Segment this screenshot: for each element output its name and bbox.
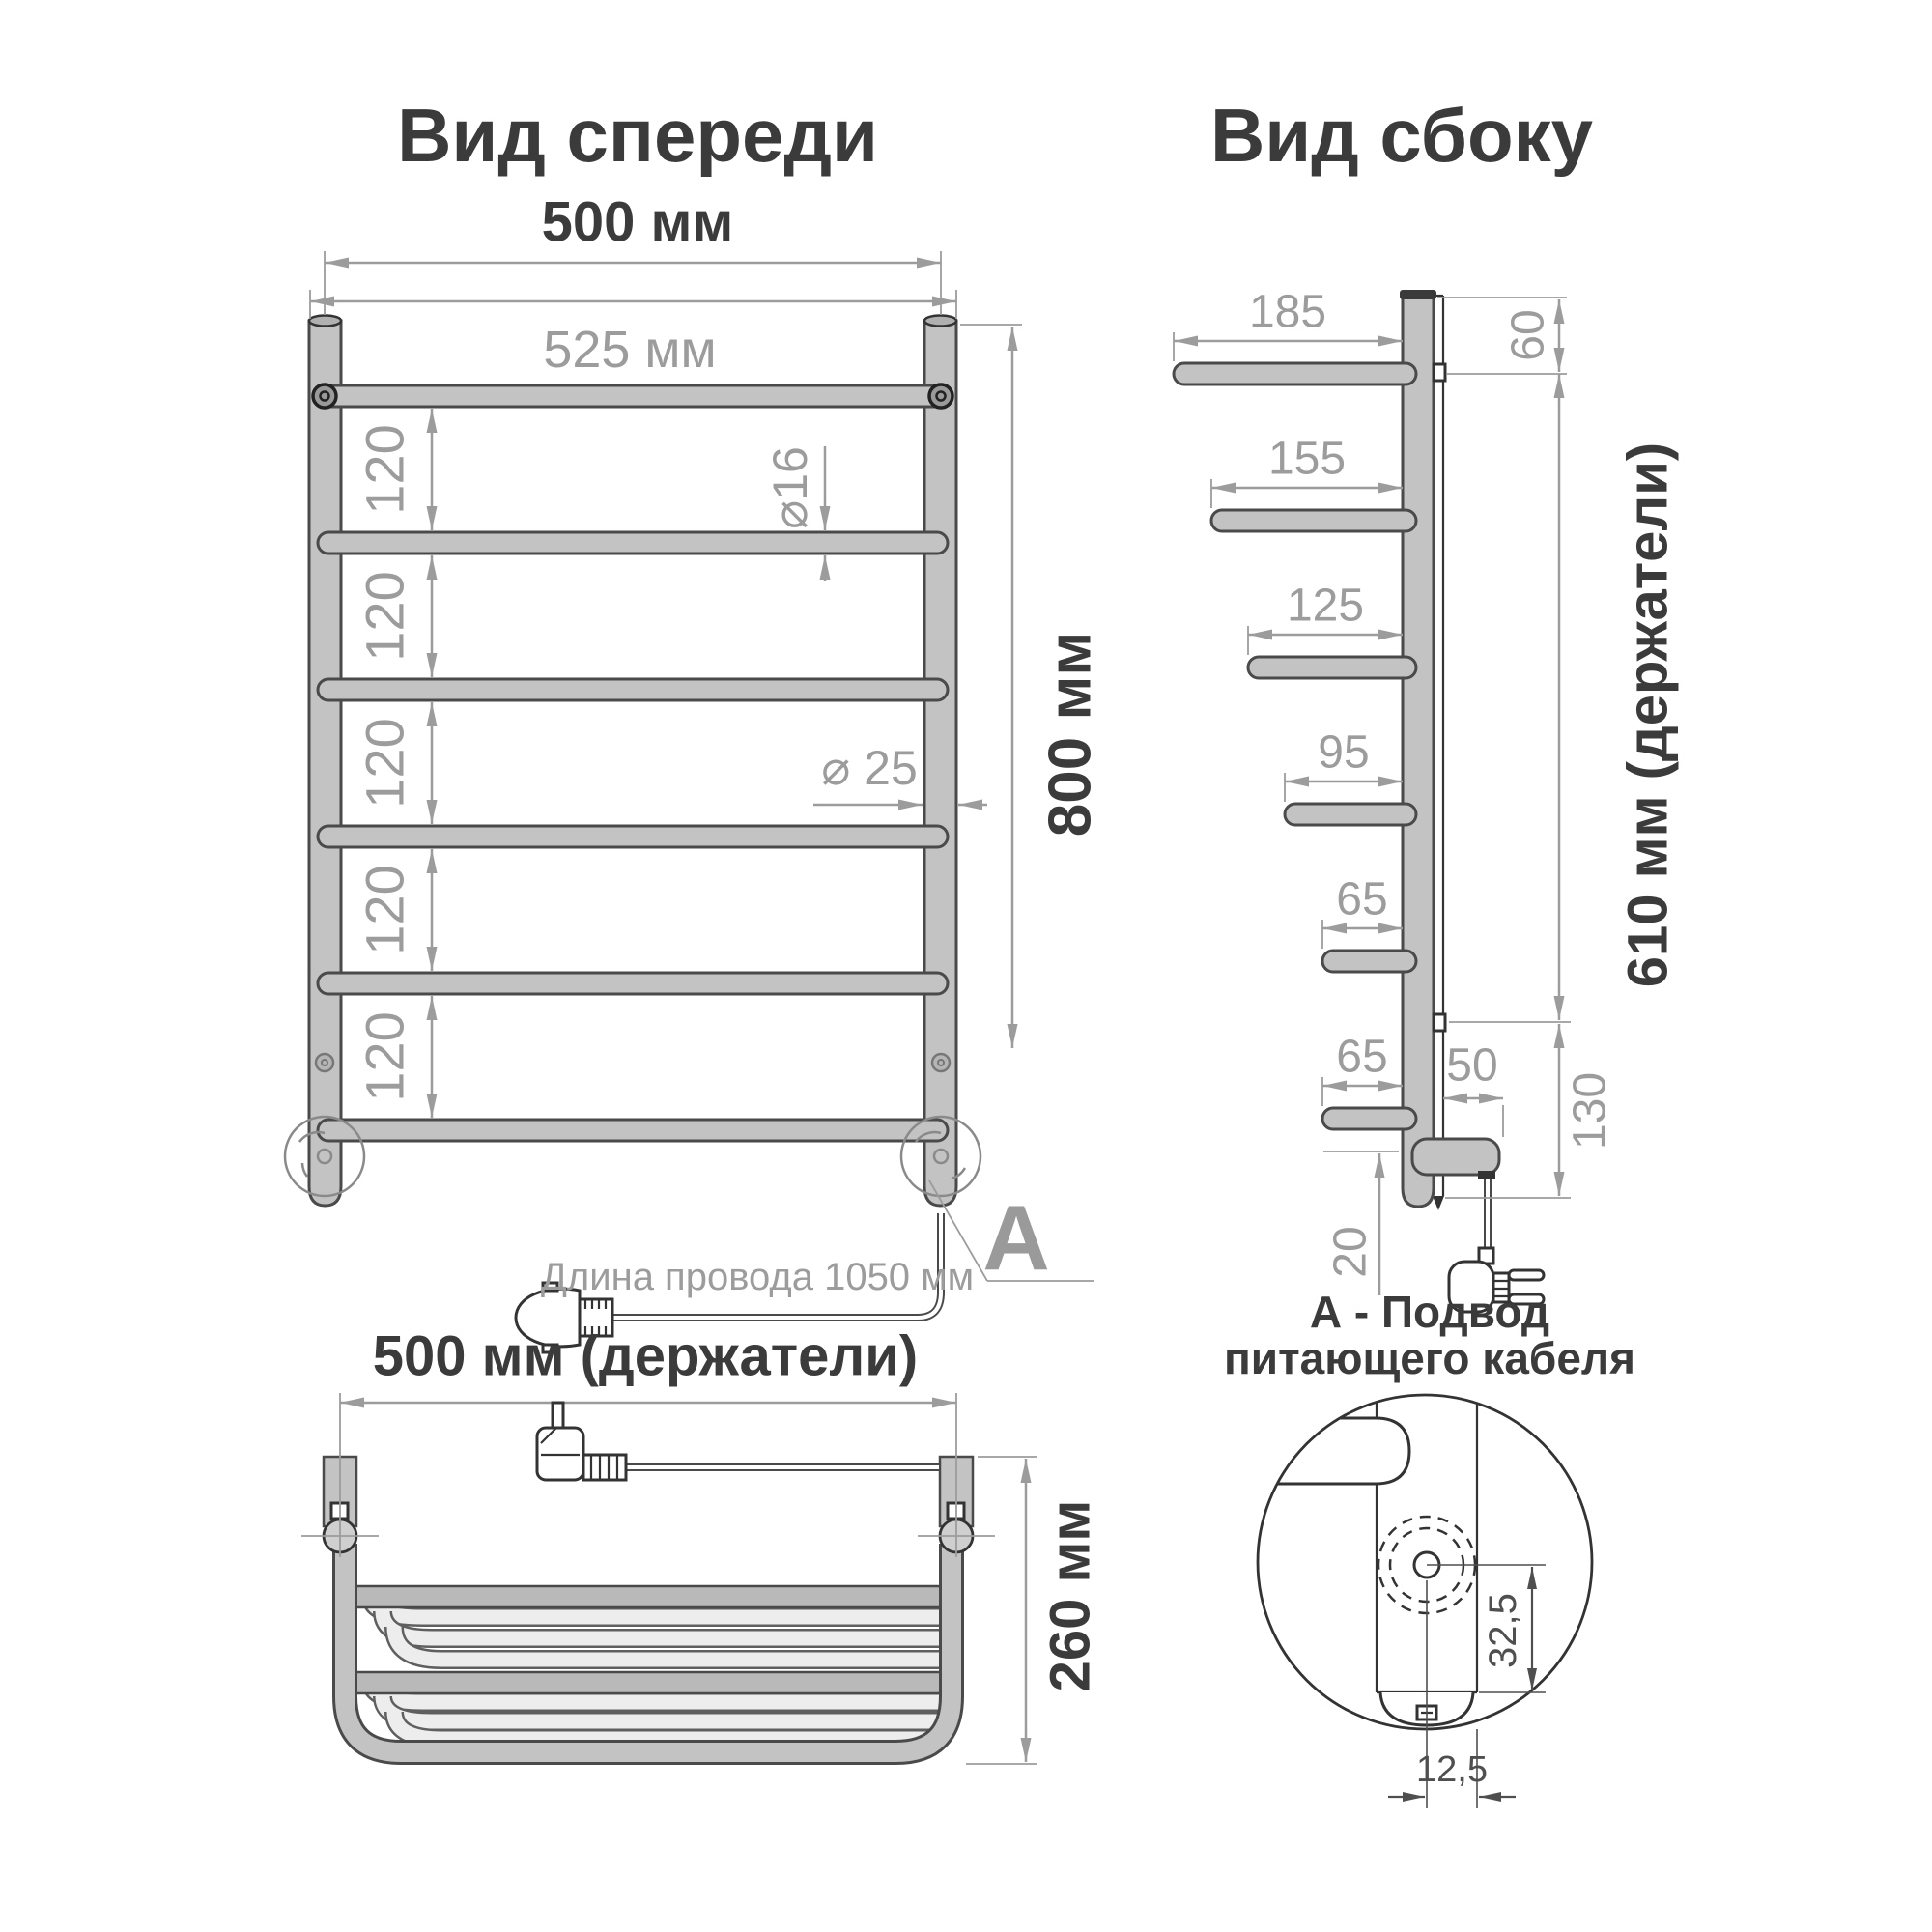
dim-depth-3: 125 bbox=[1287, 581, 1364, 632]
dim-top-offset: 60 bbox=[1503, 309, 1554, 360]
dim-center-offset: 32,5 bbox=[1482, 1593, 1524, 1668]
power-plug-side-icon bbox=[1447, 1246, 1546, 1314]
side-post-cap bbox=[1400, 290, 1436, 299]
dim-rung-diameter: ⌀16 bbox=[763, 446, 817, 529]
power-plug-top-icon bbox=[535, 1401, 628, 1482]
rung-gap-dims: 120 120 120 120 120 bbox=[355, 409, 438, 1118]
wall-screw-icon bbox=[314, 1052, 952, 1073]
dim-bracket-width: 50 bbox=[1446, 1040, 1497, 1092]
post-top-cap bbox=[923, 314, 958, 327]
detail-circle bbox=[1256, 1393, 1594, 1731]
dim-gap-2: 120 bbox=[355, 571, 415, 661]
mount-foot-left bbox=[283, 1115, 366, 1198]
front-right-post bbox=[923, 319, 958, 1208]
power-plug-icon bbox=[514, 1281, 614, 1354]
dim-edge-offset: 12,5 bbox=[1416, 1749, 1488, 1790]
dim-depth-6: 65 bbox=[1336, 1032, 1387, 1083]
callout-a-label: А bbox=[982, 1187, 1049, 1291]
dim-depth-2: 155 bbox=[1268, 434, 1346, 485]
front-left-post bbox=[307, 319, 343, 1208]
top-post-bar bbox=[338, 1584, 951, 1609]
front-rungs bbox=[316, 384, 950, 1143]
dim-depth-4: 95 bbox=[1318, 727, 1369, 779]
cable-length-note: Длина провода 1050 мм bbox=[541, 1256, 974, 1298]
side-title: Вид сбоку bbox=[1210, 93, 1593, 178]
front-title: Вид спереди bbox=[397, 93, 878, 178]
dim-overall-width: 525 мм bbox=[543, 321, 716, 379]
side-view: Вид сбоку 185 1 bbox=[1172, 93, 1680, 1314]
detail-contents bbox=[1258, 1395, 1479, 1727]
cable-exit bbox=[1478, 1171, 1495, 1179]
dim-gap-3: 120 bbox=[355, 718, 415, 808]
dim-depth: 260 мм bbox=[1039, 1500, 1102, 1692]
dim-bottom-clearance: 20 bbox=[1325, 1226, 1377, 1277]
post-top-cap bbox=[307, 314, 343, 327]
top-post-bar bbox=[338, 1670, 951, 1695]
dim-depth-5: 65 bbox=[1336, 874, 1387, 925]
top-title: 500 мм (держатели) bbox=[373, 1325, 918, 1388]
heater-bracket bbox=[1410, 1137, 1501, 1177]
dim-bottom-offset: 130 bbox=[1565, 1072, 1616, 1150]
dim-depth-1: 185 bbox=[1249, 287, 1326, 338]
dim-brackets-span: 610 мм (держатели) bbox=[1617, 442, 1680, 987]
shelf-rungs bbox=[361, 1594, 945, 1748]
front-view: Вид спереди bbox=[283, 93, 1104, 1354]
rung-screw-icon bbox=[311, 383, 954, 410]
shelf-frame bbox=[332, 1544, 964, 1765]
side-depth-dims: 185 155 125 95 65 65 bbox=[1173, 287, 1403, 1106]
top-view: 500 мм (держатели) bbox=[301, 1325, 1102, 1765]
mount-foot-right bbox=[899, 1115, 982, 1198]
dim-post-diameter: ⌀ 25 bbox=[821, 741, 918, 795]
wall-clip bbox=[1432, 1012, 1447, 1033]
dim-gap-1: 120 bbox=[355, 424, 415, 514]
dim-gap-5: 120 bbox=[355, 1011, 415, 1101]
dim-rail-width: 500 мм bbox=[542, 191, 734, 254]
detail-title-line2: питающего кабеля bbox=[1224, 1333, 1635, 1383]
wall-clip bbox=[1432, 362, 1447, 383]
detail-view: А - Подвод питающего кабеля 32,5 bbox=[1224, 1287, 1635, 1808]
dim-gap-4: 120 bbox=[355, 865, 415, 954]
dim-height: 800 мм bbox=[1037, 632, 1104, 837]
detail-title-line1: А - Подвод bbox=[1310, 1287, 1549, 1337]
side-rungs bbox=[1172, 361, 1418, 1131]
side-post bbox=[1401, 296, 1435, 1208]
